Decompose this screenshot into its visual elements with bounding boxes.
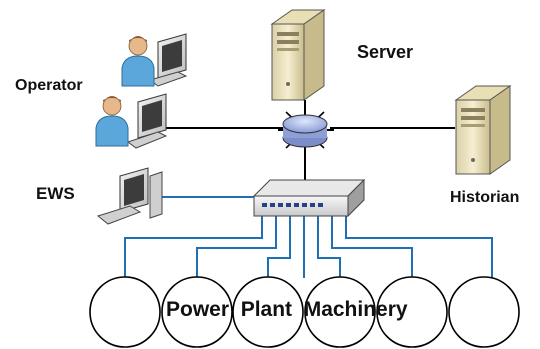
ews-workstation-icon — [96, 167, 163, 225]
operator-workstation-icon — [95, 93, 168, 149]
historian-label: Historian — [450, 189, 520, 206]
person-icon — [95, 96, 129, 147]
backbone-links — [160, 100, 455, 182]
server-label: Server — [357, 42, 414, 62]
machinery-label: Power Plant Machinery — [166, 298, 408, 321]
person-icon — [121, 36, 155, 87]
router-icon — [278, 108, 334, 152]
machinery-circles — [89, 276, 520, 348]
operator-label: Operator — [15, 77, 83, 94]
switch-icon — [252, 178, 366, 218]
server-icon — [270, 9, 326, 101]
operator-workstation-icon — [121, 33, 188, 87]
ews-label: EWS — [36, 184, 75, 203]
historian-server-icon — [454, 85, 512, 175]
machinery-links — [124, 215, 493, 285]
